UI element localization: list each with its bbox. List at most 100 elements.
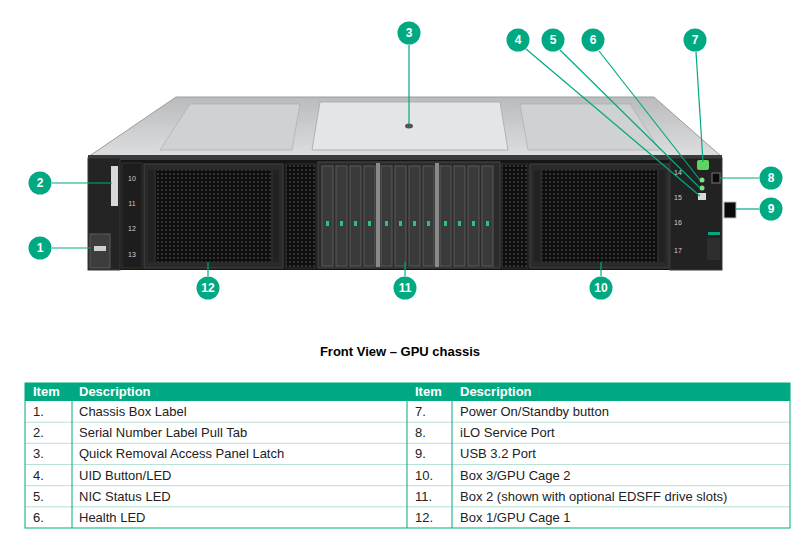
callout-number: 10 bbox=[589, 276, 613, 300]
callout-number: 5 bbox=[541, 28, 565, 52]
table-header: Item bbox=[415, 383, 442, 401]
top-panel bbox=[520, 104, 660, 150]
callout-number: 6 bbox=[581, 28, 605, 52]
callout-fill bbox=[684, 29, 707, 52]
cage-handle bbox=[534, 170, 540, 262]
drive-leds bbox=[326, 221, 489, 226]
callout-number: 12 bbox=[196, 276, 220, 300]
callout-circle: 10 bbox=[589, 276, 613, 300]
cage-handle bbox=[148, 170, 154, 262]
slot-number: 14 bbox=[674, 169, 682, 176]
callout-number: 11 bbox=[393, 276, 417, 300]
callout-number: 7 bbox=[683, 28, 707, 52]
panel-latch bbox=[405, 124, 413, 129]
table-header: Description bbox=[79, 383, 151, 401]
nic-led bbox=[700, 186, 705, 191]
callout-fill bbox=[197, 277, 220, 300]
callout-circle: 11 bbox=[393, 276, 417, 300]
callout-circle: 9 bbox=[759, 197, 783, 221]
edsff-slots bbox=[322, 163, 493, 267]
table-cell: 4. bbox=[33, 465, 44, 486]
slot-number: 11 bbox=[128, 200, 135, 207]
table-cell: 1. bbox=[33, 401, 44, 422]
callout-fill bbox=[582, 29, 605, 52]
callout-fill bbox=[760, 198, 783, 221]
table-cell: 5. bbox=[33, 486, 44, 507]
cage-handle bbox=[273, 170, 279, 262]
table-cell: USB 3.2 Port bbox=[460, 443, 536, 464]
table-cell: Chassis Box Label bbox=[79, 401, 187, 422]
table-cell: 2. bbox=[33, 422, 44, 443]
gpu-cage-1 bbox=[144, 164, 283, 268]
callout-number: 4 bbox=[506, 28, 530, 52]
top-panel bbox=[160, 104, 300, 150]
table-cell: iLO Service Port bbox=[460, 422, 555, 443]
slot-number: 10 bbox=[128, 175, 136, 182]
callout-number: 2 bbox=[28, 171, 52, 195]
callout-number: 9 bbox=[759, 197, 783, 221]
table-cell: 11. bbox=[415, 486, 432, 507]
slot-number: 13 bbox=[128, 251, 136, 258]
usb-port bbox=[724, 202, 736, 218]
table-cell: UID Button/LED bbox=[79, 465, 172, 486]
table-cell: Box 2 (shown with optional EDSFF drive s… bbox=[460, 486, 727, 507]
table-cell: 9. bbox=[415, 443, 426, 464]
table-header: Description bbox=[460, 383, 532, 401]
callout-fill bbox=[507, 29, 530, 52]
leader-lines bbox=[52, 45, 759, 276]
callout-circle: 7 bbox=[683, 28, 707, 52]
slot-number: 16 bbox=[674, 219, 682, 226]
callout-circle: 2 bbox=[28, 171, 52, 195]
uid-button bbox=[698, 193, 706, 200]
callout-fill bbox=[398, 22, 421, 45]
slot-number: 17 bbox=[674, 247, 682, 254]
box-2 bbox=[318, 162, 500, 268]
callout-circle: 5 bbox=[541, 28, 565, 52]
cage-handle bbox=[659, 170, 665, 262]
grille bbox=[542, 170, 657, 262]
callout-fill bbox=[760, 167, 783, 190]
slot-number: 12 bbox=[128, 225, 136, 232]
table-cell: 8. bbox=[415, 422, 426, 443]
callout-fill bbox=[542, 29, 565, 52]
front-face bbox=[88, 160, 722, 270]
model-plate bbox=[707, 238, 720, 260]
callout-fill bbox=[394, 277, 417, 300]
table-cell: 7. bbox=[415, 401, 426, 422]
slot-number: 15 bbox=[674, 194, 682, 201]
table-cell: 3. bbox=[33, 443, 44, 464]
callout-circle: 3 bbox=[397, 21, 421, 45]
table-cell: Box 1/GPU Cage 1 bbox=[460, 507, 571, 528]
brand-mark bbox=[708, 232, 720, 235]
gpu-cage-2 bbox=[530, 164, 669, 268]
callout-circle: 6 bbox=[581, 28, 605, 52]
callout-circle: 1 bbox=[28, 236, 52, 260]
table-cell: 10. bbox=[415, 465, 433, 486]
table-cell: Health LED bbox=[79, 507, 145, 528]
table-cell: Quick Removal Access Panel Latch bbox=[79, 443, 284, 464]
table-cell: 6. bbox=[33, 507, 44, 528]
access-panel bbox=[312, 102, 508, 150]
table-cell: 12. bbox=[415, 507, 433, 528]
callout-fill bbox=[590, 277, 613, 300]
bay-strip bbox=[122, 163, 142, 268]
table-cell: Power On/Standby button bbox=[460, 401, 609, 422]
ilo-port bbox=[712, 173, 720, 183]
table-header: Item bbox=[33, 383, 60, 401]
callout-fill bbox=[29, 172, 52, 195]
table-cell: NIC Status LED bbox=[79, 486, 171, 507]
serial-tab bbox=[111, 166, 118, 206]
vent bbox=[502, 164, 528, 268]
vent bbox=[286, 164, 316, 268]
callout-circle: 4 bbox=[506, 28, 530, 52]
callout-number: 1 bbox=[28, 236, 52, 260]
left-ear bbox=[88, 158, 120, 270]
table-frame bbox=[25, 383, 790, 528]
figure-title: Front View – GPU chassis bbox=[0, 344, 800, 359]
chassis-label-mark bbox=[94, 246, 106, 251]
table-cell: Box 3/GPU Cage 2 bbox=[460, 465, 571, 486]
callout-fill bbox=[29, 237, 52, 260]
chassis-label bbox=[90, 234, 110, 268]
callout-number: 8 bbox=[759, 166, 783, 190]
